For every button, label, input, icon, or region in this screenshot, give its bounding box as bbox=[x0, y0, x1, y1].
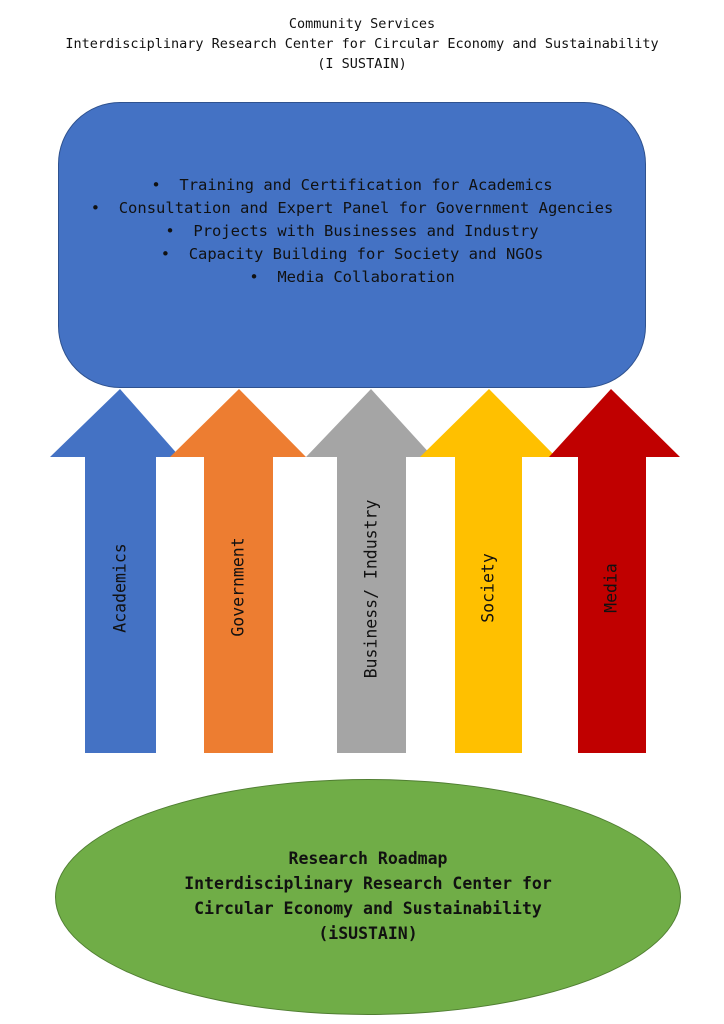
header-title: Community Services bbox=[288, 16, 436, 32]
society-label: Society bbox=[478, 553, 498, 623]
service-item: Media Collaboration bbox=[88, 266, 616, 289]
service-item: Projects with Businesses and Industry bbox=[88, 220, 616, 243]
academics-arrow bbox=[50, 389, 180, 753]
service-item: Training and Certification for Academics bbox=[88, 174, 616, 197]
service-item: Consultation and Expert Panel for Govern… bbox=[88, 197, 616, 220]
roadmap-center-line-2: Circular Economy and Sustainability bbox=[194, 899, 542, 918]
roadmap-acronym: (iSUSTAIN) bbox=[318, 924, 418, 943]
header-acronym: (I SUSTAIN) bbox=[317, 56, 407, 72]
academics-label: Academics bbox=[110, 543, 130, 633]
service-item: Capacity Building for Society and NGOs bbox=[88, 243, 616, 266]
government-arrow bbox=[170, 389, 306, 753]
media-arrow bbox=[549, 389, 680, 753]
research-roadmap-ellipse bbox=[55, 779, 681, 1015]
roadmap-center-line-1: Interdisciplinary Research Center for bbox=[184, 874, 552, 893]
business-industry-label: Business/ Industry bbox=[361, 499, 381, 679]
business-industry-arrow bbox=[306, 389, 433, 753]
media-label: Media bbox=[601, 563, 621, 613]
diagram-header: Community Services Interdisciplinary Res… bbox=[0, 14, 724, 74]
roadmap-title: Research Roadmap bbox=[288, 849, 448, 868]
government-label: Government bbox=[228, 537, 248, 637]
society-arrow bbox=[420, 389, 556, 753]
services-list: Training and Certification for Academics… bbox=[88, 174, 616, 289]
research-roadmap-text: Research Roadmap Interdisciplinary Resea… bbox=[90, 846, 646, 946]
header-center-name: Interdisciplinary Research Center for Ci… bbox=[65, 36, 659, 52]
